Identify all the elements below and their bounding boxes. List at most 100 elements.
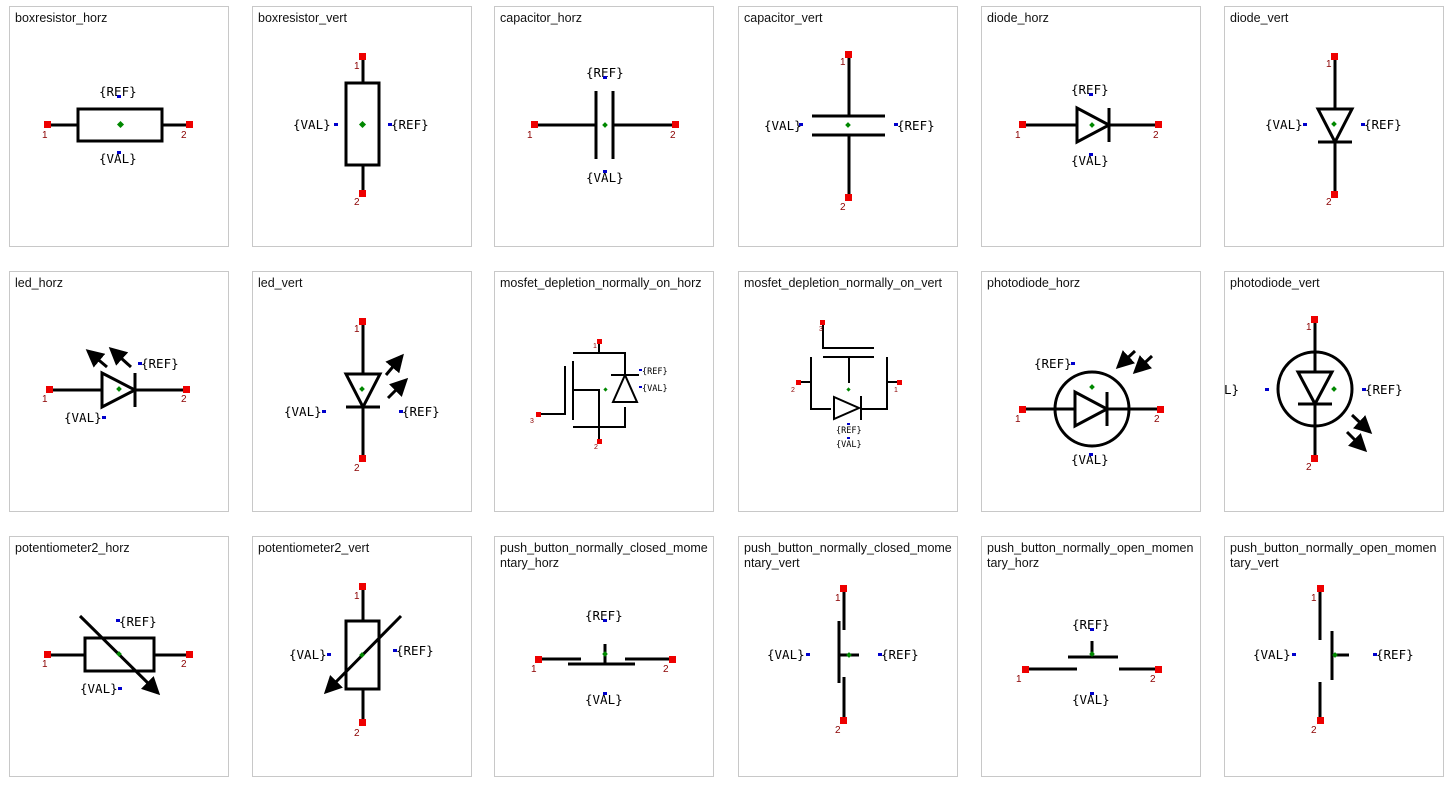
ref-anchor (639, 369, 642, 371)
origin-marker (358, 120, 367, 129)
symbol-card-mosfet-depletion-normally-on-horz[interactable]: mosfet_depletion_normally_on_horz 1 2 3 … (494, 271, 714, 512)
ref-anchor (1090, 628, 1094, 631)
symbol-card-photodiode-vert[interactable]: photodiode_vert 1 2 L} {REF} (1224, 271, 1444, 512)
card-title: boxresistor_vert (258, 11, 347, 25)
pin-1-marker[interactable] (840, 585, 847, 592)
val-anchor (1303, 123, 1307, 126)
origin-marker (116, 120, 125, 129)
pin-2-marker[interactable] (1331, 191, 1338, 198)
pin-2-marker[interactable] (1317, 717, 1324, 724)
symbol-card-capacitor-vert[interactable]: capacitor_vert 1 2 {VAL} {REF} (738, 6, 958, 247)
pin-1-marker[interactable] (535, 656, 542, 663)
pin-2-marker[interactable] (845, 194, 852, 201)
pin-1-marker[interactable] (44, 651, 51, 658)
pin-1-marker[interactable] (597, 339, 602, 344)
pin-2-marker[interactable] (1155, 121, 1162, 128)
val-anchor (118, 687, 122, 690)
symbol-card-led-vert[interactable]: led_vert 1 2 {VAL} {REF} (252, 271, 472, 512)
pin-2-marker[interactable] (186, 651, 193, 658)
pin-1-number: 1 (894, 387, 898, 394)
pin-2-marker[interactable] (840, 717, 847, 724)
pin-1-marker[interactable] (1022, 666, 1029, 673)
pin-1-marker[interactable] (1019, 121, 1026, 128)
symbol-diagram: 1 2 {VAL} {REF} (289, 583, 434, 739)
origin-marker (359, 386, 365, 392)
pin-1-number: 1 (1326, 59, 1332, 70)
ref-label: {REF} (141, 356, 179, 371)
pin-3-marker[interactable] (536, 412, 541, 417)
symbol-card-boxresistor-horz[interactable]: boxresistor_horz 1 2 {REF} {VAL} (9, 6, 229, 247)
ref-anchor (393, 649, 397, 652)
ref-anchor (878, 653, 882, 656)
symbol-card-push-button-normally-open-momentary-vert[interactable]: push_button_normally_open_momentary_vert… (1224, 536, 1444, 777)
pin-2-marker[interactable] (796, 380, 801, 385)
symbol-diagram: 1 2 {REF} {VAL} (1015, 349, 1164, 467)
pin-2-marker[interactable] (1155, 666, 1162, 673)
pin-1-marker[interactable] (46, 386, 53, 393)
symbol-card-photodiode-horz[interactable]: photodiode_horz 1 2 {REF} {VAL} (981, 271, 1201, 512)
pin-2-marker[interactable] (597, 439, 602, 444)
origin-marker (845, 122, 851, 128)
ref-anchor (847, 423, 850, 425)
pin-2-number: 2 (835, 725, 841, 736)
pin-1-marker[interactable] (359, 53, 366, 60)
val-anchor (639, 386, 642, 388)
symbol-diagram: 1 2 {REF} {VAL} (1016, 617, 1162, 707)
pin-1-marker[interactable] (845, 51, 852, 58)
card-title: push_button_normally_closed_momentary_ho… (500, 541, 708, 570)
pin-2-number: 2 (1311, 725, 1317, 736)
pin-1-marker[interactable] (531, 121, 538, 128)
pin-1-number: 1 (840, 57, 846, 68)
symbol-card-boxresistor-vert[interactable]: boxresistor_vert 1 2 {VAL} {REF} (252, 6, 472, 247)
pin-3-number: 3 (819, 326, 823, 333)
symbol-card-potentiometer2-vert[interactable]: potentiometer2_vert 1 2 {VAL} {REF} (252, 536, 472, 777)
pin-2-number: 2 (181, 659, 187, 670)
pin-1-marker[interactable] (1331, 53, 1338, 60)
pin-2-marker[interactable] (183, 386, 190, 393)
pin-1-marker[interactable] (1317, 585, 1324, 592)
pin-2-marker[interactable] (359, 190, 366, 197)
ref-anchor (138, 362, 142, 365)
ref-anchor (1361, 123, 1365, 126)
symbol-card-diode-vert[interactable]: diode_vert 1 2 {VAL} {REF} (1224, 6, 1444, 247)
val-anchor (1089, 153, 1093, 156)
pin-1-marker[interactable] (359, 318, 366, 325)
ref-anchor (388, 123, 392, 126)
symbol-card-led-horz[interactable]: led_horz 1 2 {REF} {VAL} (9, 271, 229, 512)
pin-2-number: 2 (1154, 414, 1160, 425)
pin-1-marker[interactable] (1019, 406, 1026, 413)
val-label: {VAL} (64, 410, 102, 425)
symbol-card-push-button-normally-closed-momentary-horz[interactable]: push_button_normally_closed_momentary_ho… (494, 536, 714, 777)
val-anchor (117, 151, 121, 154)
pin-2-number: 2 (663, 664, 669, 675)
symbol-card-capacitor-horz[interactable]: capacitor_horz 1 2 {REF} {VAL} (494, 6, 714, 247)
origin-marker (602, 122, 608, 128)
symbol-card-push-button-normally-open-momentary-horz[interactable]: push_button_normally_open_momentary_horz… (981, 536, 1201, 777)
origin-marker (116, 386, 122, 392)
pin-1-marker[interactable] (1311, 316, 1318, 323)
symbol-diagram: 1 2 3 {REF} {VAL} (530, 339, 668, 451)
pin-3-marker[interactable] (820, 320, 825, 325)
val-anchor (603, 692, 607, 695)
symbol-card-push-button-normally-closed-momentary-vert[interactable]: push_button_normally_closed_momentary_ve… (738, 536, 958, 777)
val-label: L} (1225, 382, 1239, 397)
pin-2-marker[interactable] (1157, 406, 1164, 413)
pin-1-marker[interactable] (44, 121, 51, 128)
ref-label: {REF} (99, 84, 137, 99)
ref-label: {REF} (391, 117, 429, 132)
pin-2-marker[interactable] (186, 121, 193, 128)
pin-1-number: 1 (354, 591, 360, 602)
ref-label: {REF} (1034, 356, 1072, 371)
pin-2-marker[interactable] (359, 719, 366, 726)
pin-1-marker[interactable] (359, 583, 366, 590)
symbol-card-mosfet-depletion-normally-on-vert[interactable]: mosfet_depletion_normally_on_vert 3 2 1 … (738, 271, 958, 512)
pin-2-marker[interactable] (669, 656, 676, 663)
symbol-card-potentiometer2-horz[interactable]: potentiometer2_horz 1 2 {REF} {VAL} (9, 536, 229, 777)
symbol-card-diode-horz[interactable]: diode_horz 1 2 {REF} {VAL} (981, 6, 1201, 247)
pin-2-marker[interactable] (359, 455, 366, 462)
card-title: capacitor_vert (744, 11, 823, 25)
pin-2-marker[interactable] (1311, 455, 1318, 462)
pin-2-marker[interactable] (672, 121, 679, 128)
pin-1-marker[interactable] (897, 380, 902, 385)
symbol-diagram: 1 2 {VAL} {REF} (1265, 53, 1402, 208)
